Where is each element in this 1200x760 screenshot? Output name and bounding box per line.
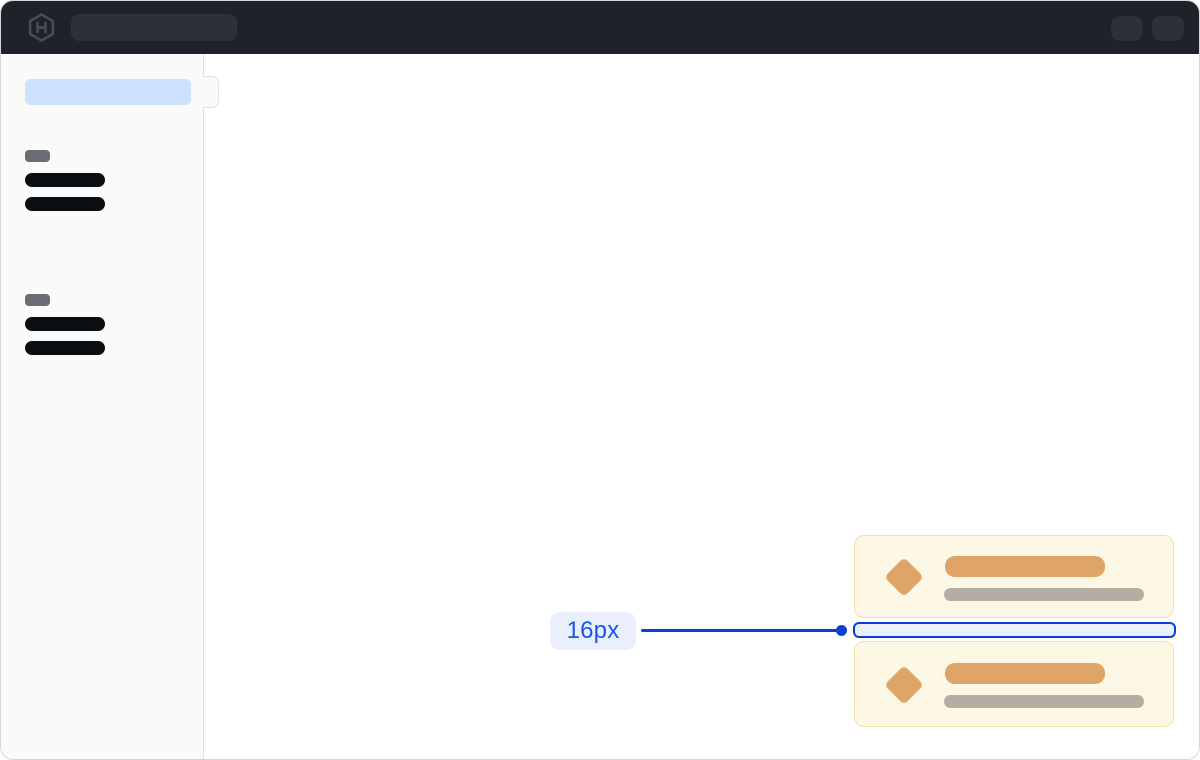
- card-title-skeleton: [945, 663, 1105, 684]
- diamond-icon: [884, 665, 924, 705]
- sidebar-section-label-skeleton: [25, 150, 50, 162]
- card-title-skeleton: [945, 556, 1105, 577]
- card-subtitle-skeleton: [944, 588, 1144, 601]
- list-card[interactable]: [854, 535, 1174, 618]
- app-body: 16px: [1, 54, 1199, 759]
- sidebar-nav-item-skeleton[interactable]: [25, 341, 105, 355]
- card-subtitle-skeleton: [944, 695, 1144, 708]
- diamond-icon: [884, 557, 924, 597]
- sidebar: [1, 54, 219, 759]
- topbar: [1, 1, 1199, 54]
- hashicorp-logo-icon: [26, 12, 57, 43]
- annotation-connector-dot: [836, 625, 847, 636]
- spacing-highlight-region: [853, 622, 1176, 638]
- main-content: 16px: [204, 54, 1199, 759]
- sidebar-nav-item-skeleton[interactable]: [25, 197, 105, 211]
- topbar-action-button-skeleton[interactable]: [1111, 16, 1143, 41]
- sidebar-active-item-skeleton[interactable]: [25, 79, 191, 105]
- sidebar-nav-item-skeleton[interactable]: [25, 173, 105, 187]
- sidebar-collapse-handle[interactable]: [203, 76, 219, 108]
- topbar-user-button-skeleton[interactable]: [1152, 16, 1184, 41]
- spacing-label-text: 16px: [566, 617, 620, 644]
- search-input-skeleton[interactable]: [71, 14, 237, 41]
- annotation-connector-line: [641, 629, 841, 632]
- sidebar-nav-item-skeleton[interactable]: [25, 317, 105, 331]
- list-card[interactable]: [854, 641, 1174, 727]
- spacing-label-badge: 16px: [550, 612, 636, 650]
- sidebar-section-label-skeleton: [25, 294, 50, 306]
